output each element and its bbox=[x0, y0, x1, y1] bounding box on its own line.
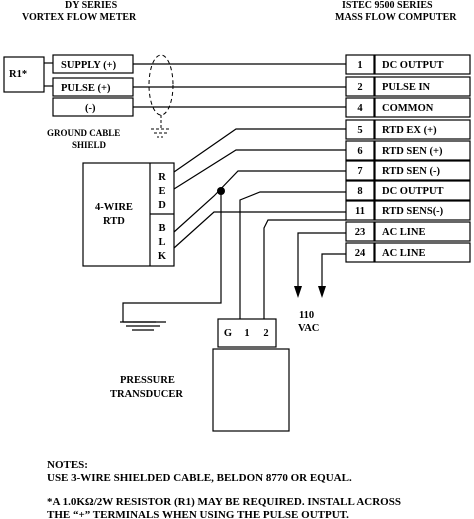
transducer-pin-2: 2 bbox=[263, 328, 268, 339]
ac-line-wiring bbox=[294, 232, 346, 298]
meter-terminal-pulse-label: PULSE (+) bbox=[61, 83, 111, 94]
transducer-connector bbox=[217, 318, 277, 348]
transducer-body bbox=[212, 348, 290, 432]
rtd-sensor: 4-WIRE RTD R E D B L K bbox=[82, 162, 175, 267]
terminal-name: DC OUTPUT bbox=[382, 186, 444, 197]
terminal-row: 6 RTD SEN (+) bbox=[345, 140, 471, 161]
terminal-number: 8 bbox=[357, 186, 362, 197]
pressure-transducer: G 1 2 bbox=[212, 318, 290, 432]
meter-terminal-supply-label: SUPPLY (+) bbox=[61, 60, 117, 71]
notes-line3: THE “+” TERMINALS WHEN USING THE PULSE O… bbox=[47, 509, 349, 519]
computer-terminal-block: 1 DC OUTPUT 2 PULSE IN 4 COMMON 5 RTD EX… bbox=[345, 54, 471, 263]
terminal-name: AC LINE bbox=[382, 248, 425, 259]
terminal-name: RTD SENS(-) bbox=[382, 206, 444, 217]
terminal-number: 11 bbox=[355, 206, 365, 217]
terminal-number: 7 bbox=[357, 166, 362, 177]
terminal-number: 2 bbox=[357, 82, 362, 93]
terminal-row: 11 RTD SENS(-) bbox=[345, 200, 471, 221]
terminal-name: DC OUTPUT bbox=[382, 60, 444, 71]
notes-title: NOTES: bbox=[47, 459, 88, 471]
right-header-line2: MASS FLOW COMPUTER bbox=[335, 12, 457, 23]
terminal-number: 5 bbox=[357, 125, 362, 136]
terminal-row: 23 AC LINE bbox=[345, 221, 471, 242]
arrow-down-icon bbox=[318, 286, 326, 298]
ac-label-line2: VAC bbox=[298, 323, 319, 334]
rtd-blk-letter: K bbox=[158, 251, 167, 262]
terminal-row: 8 DC OUTPUT bbox=[345, 180, 471, 201]
terminal-row: 7 RTD SEN (-) bbox=[345, 160, 471, 181]
arrow-down-icon bbox=[294, 286, 302, 298]
left-header-line1: DY SERIES bbox=[65, 0, 118, 11]
terminal-number: 1 bbox=[357, 60, 362, 71]
resistor-r1: R1* bbox=[3, 56, 53, 93]
resistor-label: R1* bbox=[9, 69, 27, 80]
terminal-row: 5 RTD EX (+) bbox=[345, 119, 471, 140]
terminal-name: PULSE IN bbox=[382, 82, 431, 93]
ac-label-line1: 110 bbox=[299, 310, 314, 321]
rtd-wiring bbox=[173, 128, 346, 300]
notes-line2: *A 1.0KΩ/2W RESISTOR (R1) MAY BE REQUIRE… bbox=[47, 496, 401, 508]
meter-terminal-block: SUPPLY (+) PULSE (+) (-) bbox=[52, 54, 134, 117]
rtd-blk-letter: B bbox=[158, 223, 165, 234]
left-header-line2: VORTEX FLOW METER bbox=[22, 12, 137, 23]
terminal-name: AC LINE bbox=[382, 227, 425, 238]
transducer-wiring bbox=[120, 191, 346, 340]
transducer-label-line1: PRESSURE bbox=[120, 375, 175, 386]
ground-label-line2: SHIELD bbox=[72, 140, 107, 150]
terminal-number: 4 bbox=[357, 103, 363, 114]
rtd-red-letter: E bbox=[158, 186, 165, 197]
terminal-name: RTD SEN (+) bbox=[382, 146, 443, 157]
rtd-label-line2: RTD bbox=[103, 216, 125, 227]
rtd-label-line1: 4-WIRE bbox=[95, 202, 133, 213]
terminal-row: 1 DC OUTPUT bbox=[345, 54, 471, 75]
transducer-pin-g: G bbox=[224, 328, 232, 339]
terminal-row: 4 COMMON bbox=[345, 97, 471, 118]
rtd-blk-letter: L bbox=[158, 237, 165, 248]
meter-terminal-common-label: (-) bbox=[85, 103, 96, 114]
terminal-number: 24 bbox=[355, 248, 366, 259]
terminal-name: RTD EX (+) bbox=[382, 125, 437, 136]
transducer-pin-1: 1 bbox=[244, 328, 249, 339]
notes: NOTES: USE 3-WIRE SHIELDED CABLE, BELDON… bbox=[47, 459, 401, 519]
terminal-row: 24 AC LINE bbox=[345, 242, 471, 263]
terminal-row: 2 PULSE IN bbox=[345, 76, 471, 97]
terminal-number: 23 bbox=[355, 227, 366, 238]
terminal-name: COMMON bbox=[382, 103, 434, 114]
junction-dot bbox=[217, 187, 225, 195]
ground-label-line1: GROUND CABLE bbox=[47, 128, 120, 138]
transducer-label-line2: TRANSDUCER bbox=[110, 389, 183, 400]
rtd-red-letter: D bbox=[158, 200, 166, 211]
cable-shield bbox=[148, 54, 174, 138]
terminal-number: 6 bbox=[357, 146, 362, 157]
right-header-line1: ISTEC 9500 SERIES bbox=[342, 0, 433, 11]
terminal-name: RTD SEN (-) bbox=[382, 166, 440, 177]
rtd-red-letter: R bbox=[158, 172, 166, 183]
notes-line1: USE 3-WIRE SHIELDED CABLE, BELDON 8770 O… bbox=[47, 472, 352, 484]
